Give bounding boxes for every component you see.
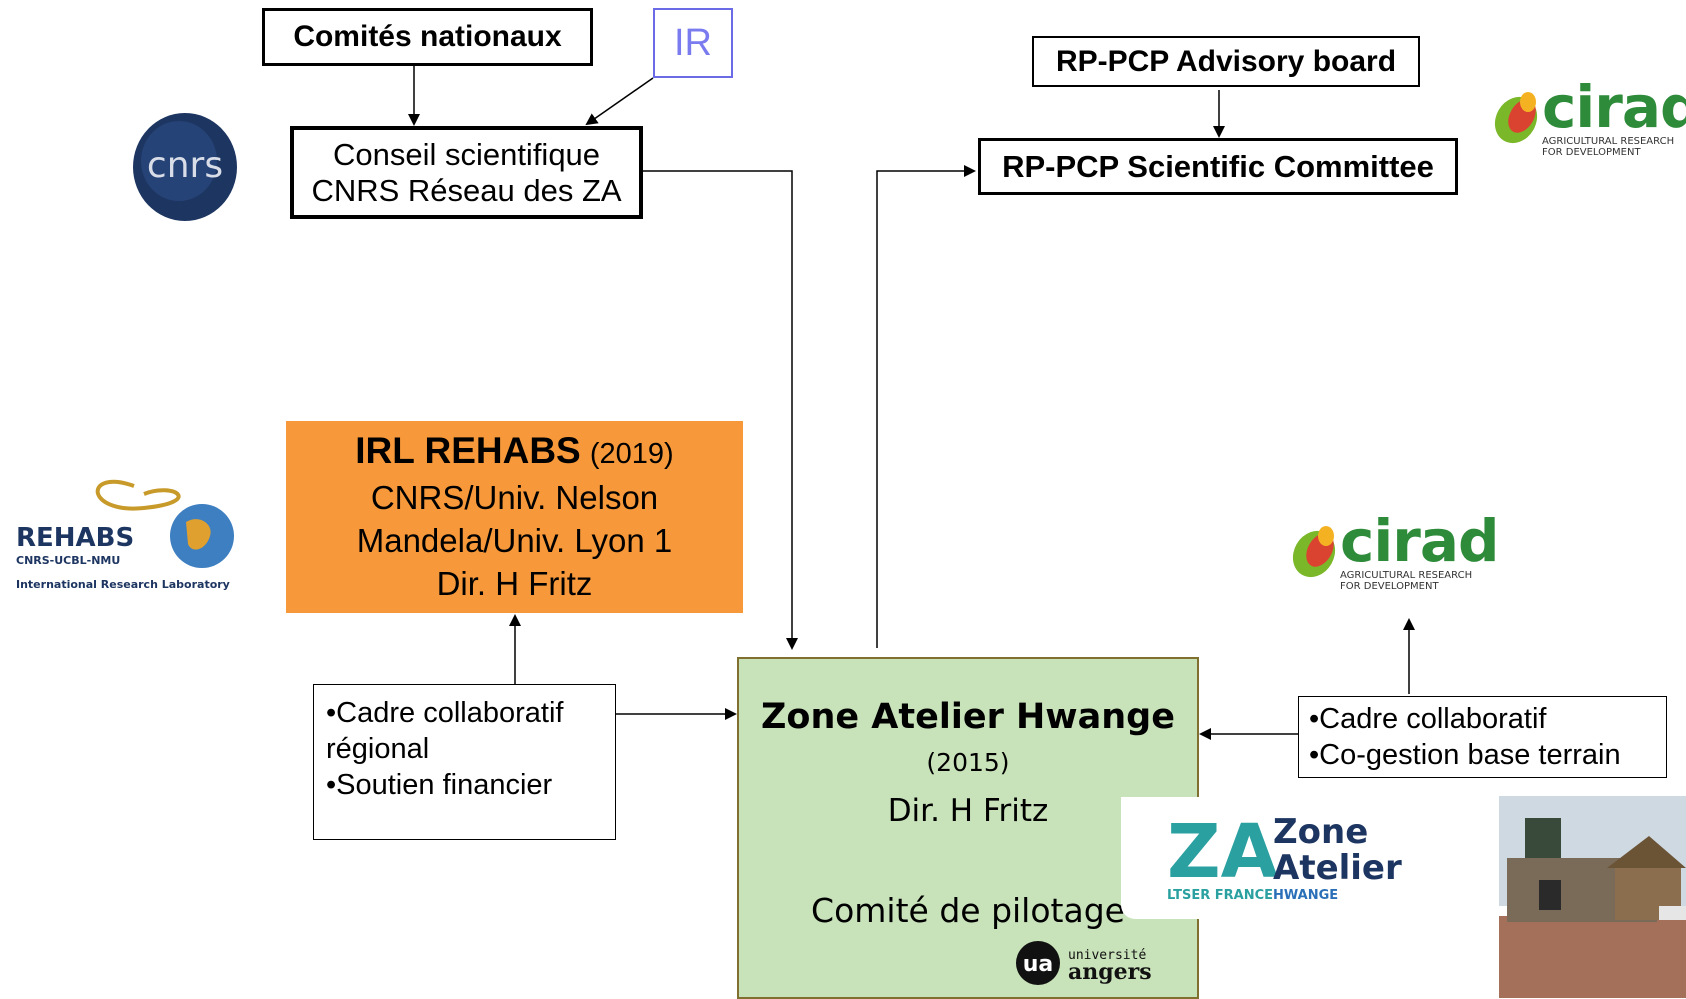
rehabs-word: REHABS bbox=[16, 523, 134, 553]
za-mark: ZA bbox=[1167, 809, 1278, 895]
cirad-word: cirad bbox=[1542, 73, 1686, 141]
angers-mark: ua bbox=[1023, 952, 1054, 977]
cirad-text-block: cirad AGRICULTURAL RESEARCH FOR DEVELOPM… bbox=[1340, 507, 1500, 592]
za-year: (2015) bbox=[926, 748, 1010, 777]
za-ltser: LTSER FRANCE bbox=[1167, 888, 1273, 903]
comites-nationaux-label: Comités nationaux bbox=[293, 20, 562, 53]
arrow-za-to-scicom bbox=[876, 165, 976, 648]
cirad-leaf-icon bbox=[1282, 524, 1340, 580]
rehabs-title: IRL REHABS bbox=[355, 430, 581, 471]
ir-box: IR bbox=[653, 8, 733, 78]
cirad-text-block: cirad AGRICULTURAL RESEARCH FOR DEVELOPM… bbox=[1542, 78, 1686, 158]
cirad-logo-middle: cirad AGRICULTURAL RESEARCH FOR DEVELOPM… bbox=[1282, 510, 1500, 594]
universite-angers-logo: ua université angers bbox=[1016, 941, 1152, 985]
za-pilotage: Comité de pilotage bbox=[811, 891, 1125, 930]
cirad-tag-2: FOR DEVELOPMENT bbox=[1542, 147, 1641, 158]
za-hwange: HWANGE bbox=[1273, 888, 1338, 903]
comites-nationaux-box: Comités nationaux bbox=[262, 8, 593, 66]
rehabs-line-3: Dir. H Fritz bbox=[436, 565, 593, 602]
za-name-2: Atelier bbox=[1273, 848, 1402, 888]
cnrs-logo-text: cnrs bbox=[147, 145, 223, 186]
cirad-logo-top: cirad AGRICULTURAL RESEARCH FOR DEVELOPM… bbox=[1484, 76, 1686, 160]
cadre-collaboratif-regional-box: •Cadre collaboratif régional •Soutien fi… bbox=[313, 684, 616, 840]
rehabs-year: (2019) bbox=[589, 438, 674, 470]
cirad-tag-2: FOR DEVELOPMENT bbox=[1340, 581, 1439, 592]
rehabs-line-2: Mandela/Univ. Lyon 1 bbox=[356, 522, 673, 559]
arrow-conseil-to-za bbox=[643, 170, 798, 650]
arrow-ir-to-conseil bbox=[585, 77, 654, 126]
cirad-tag-1: AGRICULTURAL RESEARCH bbox=[1542, 136, 1675, 147]
cirad-tag-1: AGRICULTURAL RESEARCH bbox=[1340, 570, 1473, 581]
scientific-committee-box: RP-PCP Scientific Committee bbox=[978, 138, 1458, 195]
irl-rehabs-box: IRL REHABS (2019) CNRS/Univ. Nelson Mand… bbox=[286, 421, 743, 613]
cadre-right-line-1: •Cadre collaboratif bbox=[1309, 703, 1547, 735]
rehabs-line-1: CNRS/Univ. Nelson bbox=[370, 479, 659, 516]
cadre-right-line-2: •Co-gestion base terrain bbox=[1309, 739, 1621, 771]
advisory-board-label: RP-PCP Advisory board bbox=[1055, 44, 1397, 78]
angers-text-1: université bbox=[1068, 948, 1146, 963]
zone-atelier-logo: ZA Zone Atelier LTSER FRANCE HWANGE bbox=[1121, 797, 1451, 919]
field-station-photo bbox=[1499, 796, 1686, 998]
rehabs-continent bbox=[186, 519, 211, 550]
rehabs-title-line: IRL REHABS (2019) bbox=[355, 429, 673, 476]
cadre-left-line-3: •Soutien financier bbox=[326, 769, 553, 801]
scientific-committee-label: RP-PCP Scientific Committee bbox=[1002, 148, 1434, 184]
cirad-word: cirad bbox=[1340, 507, 1500, 575]
angers-text-2: angers bbox=[1068, 959, 1152, 985]
za-title: Zone Atelier Hwange bbox=[761, 697, 1175, 737]
advisory-board-box: RP-PCP Advisory board bbox=[1032, 36, 1420, 87]
za-director: Dir. H Fritz bbox=[887, 793, 1049, 829]
cnrs-logo: cnrs bbox=[133, 113, 237, 221]
cirad-leaf-icon bbox=[1484, 90, 1542, 146]
ir-label: IR bbox=[674, 21, 712, 64]
cadre-left-line-2: régional bbox=[326, 733, 430, 765]
angers-mark-disc bbox=[1016, 941, 1060, 985]
rehabs-logo: REHABS CNRS-UCBL-NMU International Resea… bbox=[16, 479, 234, 591]
rehabs-sub: CNRS-UCBL-NMU bbox=[16, 554, 120, 567]
rehabs-lab: International Research Laboratory bbox=[16, 578, 230, 591]
cadre-collaboratif-cogestion-box: •Cadre collaboratif •Co-gestion base ter… bbox=[1298, 696, 1667, 778]
conseil-scientifique-box: Conseil scientifique CNRS Réseau des ZA bbox=[290, 126, 643, 219]
cadre-left-line-1: •Cadre collaboratif bbox=[326, 697, 564, 729]
za-name-1: Zone bbox=[1273, 812, 1368, 852]
conseil-line-2: CNRS Réseau des ZA bbox=[311, 172, 622, 208]
rehabs-swoosh bbox=[95, 479, 181, 511]
conseil-line-1: Conseil scientifique bbox=[332, 136, 601, 172]
cnrs-logo-highlight bbox=[141, 121, 217, 201]
